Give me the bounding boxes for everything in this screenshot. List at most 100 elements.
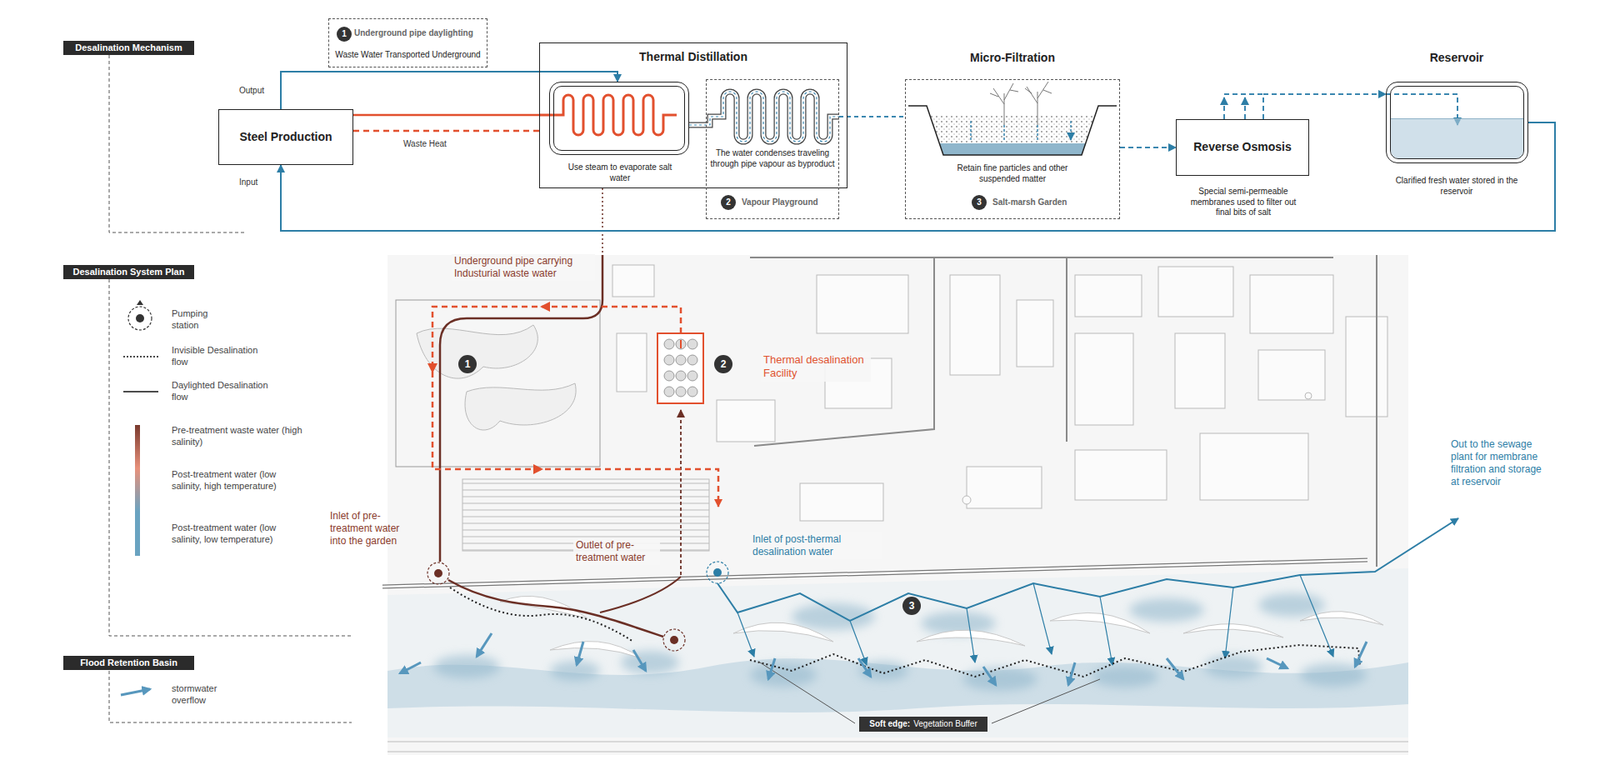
filter-trough — [990, 81, 1052, 125]
facility-symbol — [664, 339, 675, 350]
rail-line — [387, 741, 1409, 743]
facility-symbol — [687, 355, 698, 365]
bracket-line — [109, 670, 352, 723]
node-title: Underground pipe daylighting — [354, 28, 486, 40]
building — [1075, 450, 1167, 500]
stormwater-arrow — [633, 650, 646, 671]
garden — [1300, 663, 1367, 687]
garden — [1050, 612, 1150, 634]
node-title: Thermal Distillation — [540, 50, 847, 65]
pumping-station — [427, 561, 729, 651]
garden — [750, 663, 817, 687]
filter-trough — [908, 81, 1117, 155]
post-treatment-flow — [717, 518, 1459, 665]
callout-number: 3 — [902, 596, 921, 615]
filter-trough — [939, 143, 1086, 155]
callout-number: 1 — [458, 355, 477, 374]
bracket-line — [109, 279, 352, 636]
node-title: 2 — [725, 197, 731, 208]
stormwater-arrow — [768, 658, 775, 680]
annotation-label: Output — [239, 85, 290, 97]
node-title: Flood Retention Basin — [80, 657, 178, 669]
annotation-label: Underground pipe carrying Industurial wa… — [451, 254, 595, 281]
legend-symbol — [123, 390, 159, 393]
post-treatment-flow — [1033, 583, 1052, 655]
stormwater-arrow — [1166, 658, 1184, 680]
building — [716, 400, 775, 442]
garden — [962, 667, 1038, 691]
building — [966, 466, 1042, 509]
connector — [839, 115, 905, 118]
pumping-station — [663, 629, 685, 651]
building — [416, 325, 538, 379]
building — [1345, 316, 1388, 417]
garden — [387, 568, 1409, 738]
garden — [791, 603, 875, 630]
node-text: Vapour Playground — [741, 197, 837, 209]
garden — [433, 655, 500, 679]
node-text: Salt-marsh Garden — [992, 197, 1118, 209]
building — [465, 383, 576, 430]
waste-heat-line — [539, 95, 677, 135]
annotation-label: Outlet of pre-treatment water — [573, 538, 660, 565]
facility-symbol — [687, 386, 698, 397]
pipe-line — [533, 464, 544, 475]
pumping-station — [713, 568, 722, 577]
building — [1016, 300, 1054, 367]
facility-symbol — [657, 333, 704, 404]
dashed-frame: Micro-FiltrationRetain fine particles an… — [905, 79, 1120, 220]
legend-symbol — [136, 300, 144, 305]
legend-text: Daylighted Desalination flow — [171, 380, 272, 404]
post-treatment-flow — [1100, 596, 1113, 665]
node-text: Vegetation Buffer — [913, 719, 978, 730]
legend-text: Pumping station — [171, 308, 230, 332]
process-box: Steel Production — [218, 109, 354, 165]
pipe-line — [427, 188, 719, 637]
vapour-pipe — [689, 91, 840, 142]
stormwater-arrow — [858, 658, 871, 677]
filter-trough — [970, 120, 1071, 142]
building — [616, 333, 647, 392]
pipe-line — [601, 188, 604, 255]
fence-line — [1065, 257, 1068, 442]
pipe-line — [540, 301, 550, 312]
node-text: Clarified fresh water stored in the rese… — [1390, 175, 1523, 197]
invisible-flow — [750, 645, 1360, 677]
filter-trough — [908, 105, 1117, 155]
fence-line — [750, 257, 935, 446]
vapour-pipe — [689, 91, 840, 142]
callout-number: 2 — [720, 195, 736, 210]
building — [1075, 275, 1142, 317]
leader-line — [760, 662, 1100, 724]
pumping-station — [434, 569, 443, 578]
legend-symbol — [120, 689, 150, 695]
flow-arrow — [1223, 97, 1225, 120]
building — [816, 275, 909, 334]
node-title: Micro-Filtration — [905, 50, 1120, 66]
stormwater-arrow — [983, 666, 996, 685]
building — [1305, 392, 1312, 400]
annotation-label: Input — [239, 177, 290, 189]
building — [612, 265, 655, 297]
fence-line — [1375, 255, 1378, 567]
flow-arrow — [1224, 93, 1264, 95]
invisible-flow — [450, 587, 634, 642]
leader-line — [991, 679, 1100, 724]
stormwater-arrow — [576, 641, 584, 665]
node-title: 3 — [976, 197, 982, 208]
garden — [1300, 611, 1384, 625]
garden — [1204, 655, 1263, 679]
facility-symbol — [664, 355, 675, 365]
stormwater-arrow — [1355, 641, 1367, 667]
facility-symbol — [687, 339, 698, 350]
facility-symbol — [680, 340, 682, 349]
legend-swatch — [135, 511, 140, 556]
pipe-line — [600, 576, 681, 613]
connector — [353, 114, 540, 117]
building — [1075, 333, 1134, 425]
building — [395, 265, 1388, 551]
node-text: Retain fine particles and other suspende… — [939, 163, 1086, 185]
facility-symbol — [675, 355, 686, 365]
facility-symbol — [687, 370, 698, 381]
process-box: Reverse OsmosisSpecial semi-permeable me… — [1175, 119, 1310, 176]
